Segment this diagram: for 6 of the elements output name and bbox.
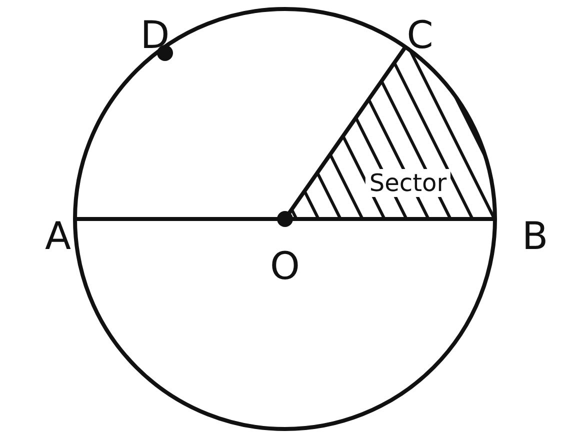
sector-label: Sector [365, 169, 451, 197]
point-label: B [522, 217, 548, 255]
point-label: D [140, 16, 170, 54]
point-label: O [270, 247, 300, 285]
point-label: A [45, 217, 71, 255]
point-label: C [406, 16, 434, 54]
